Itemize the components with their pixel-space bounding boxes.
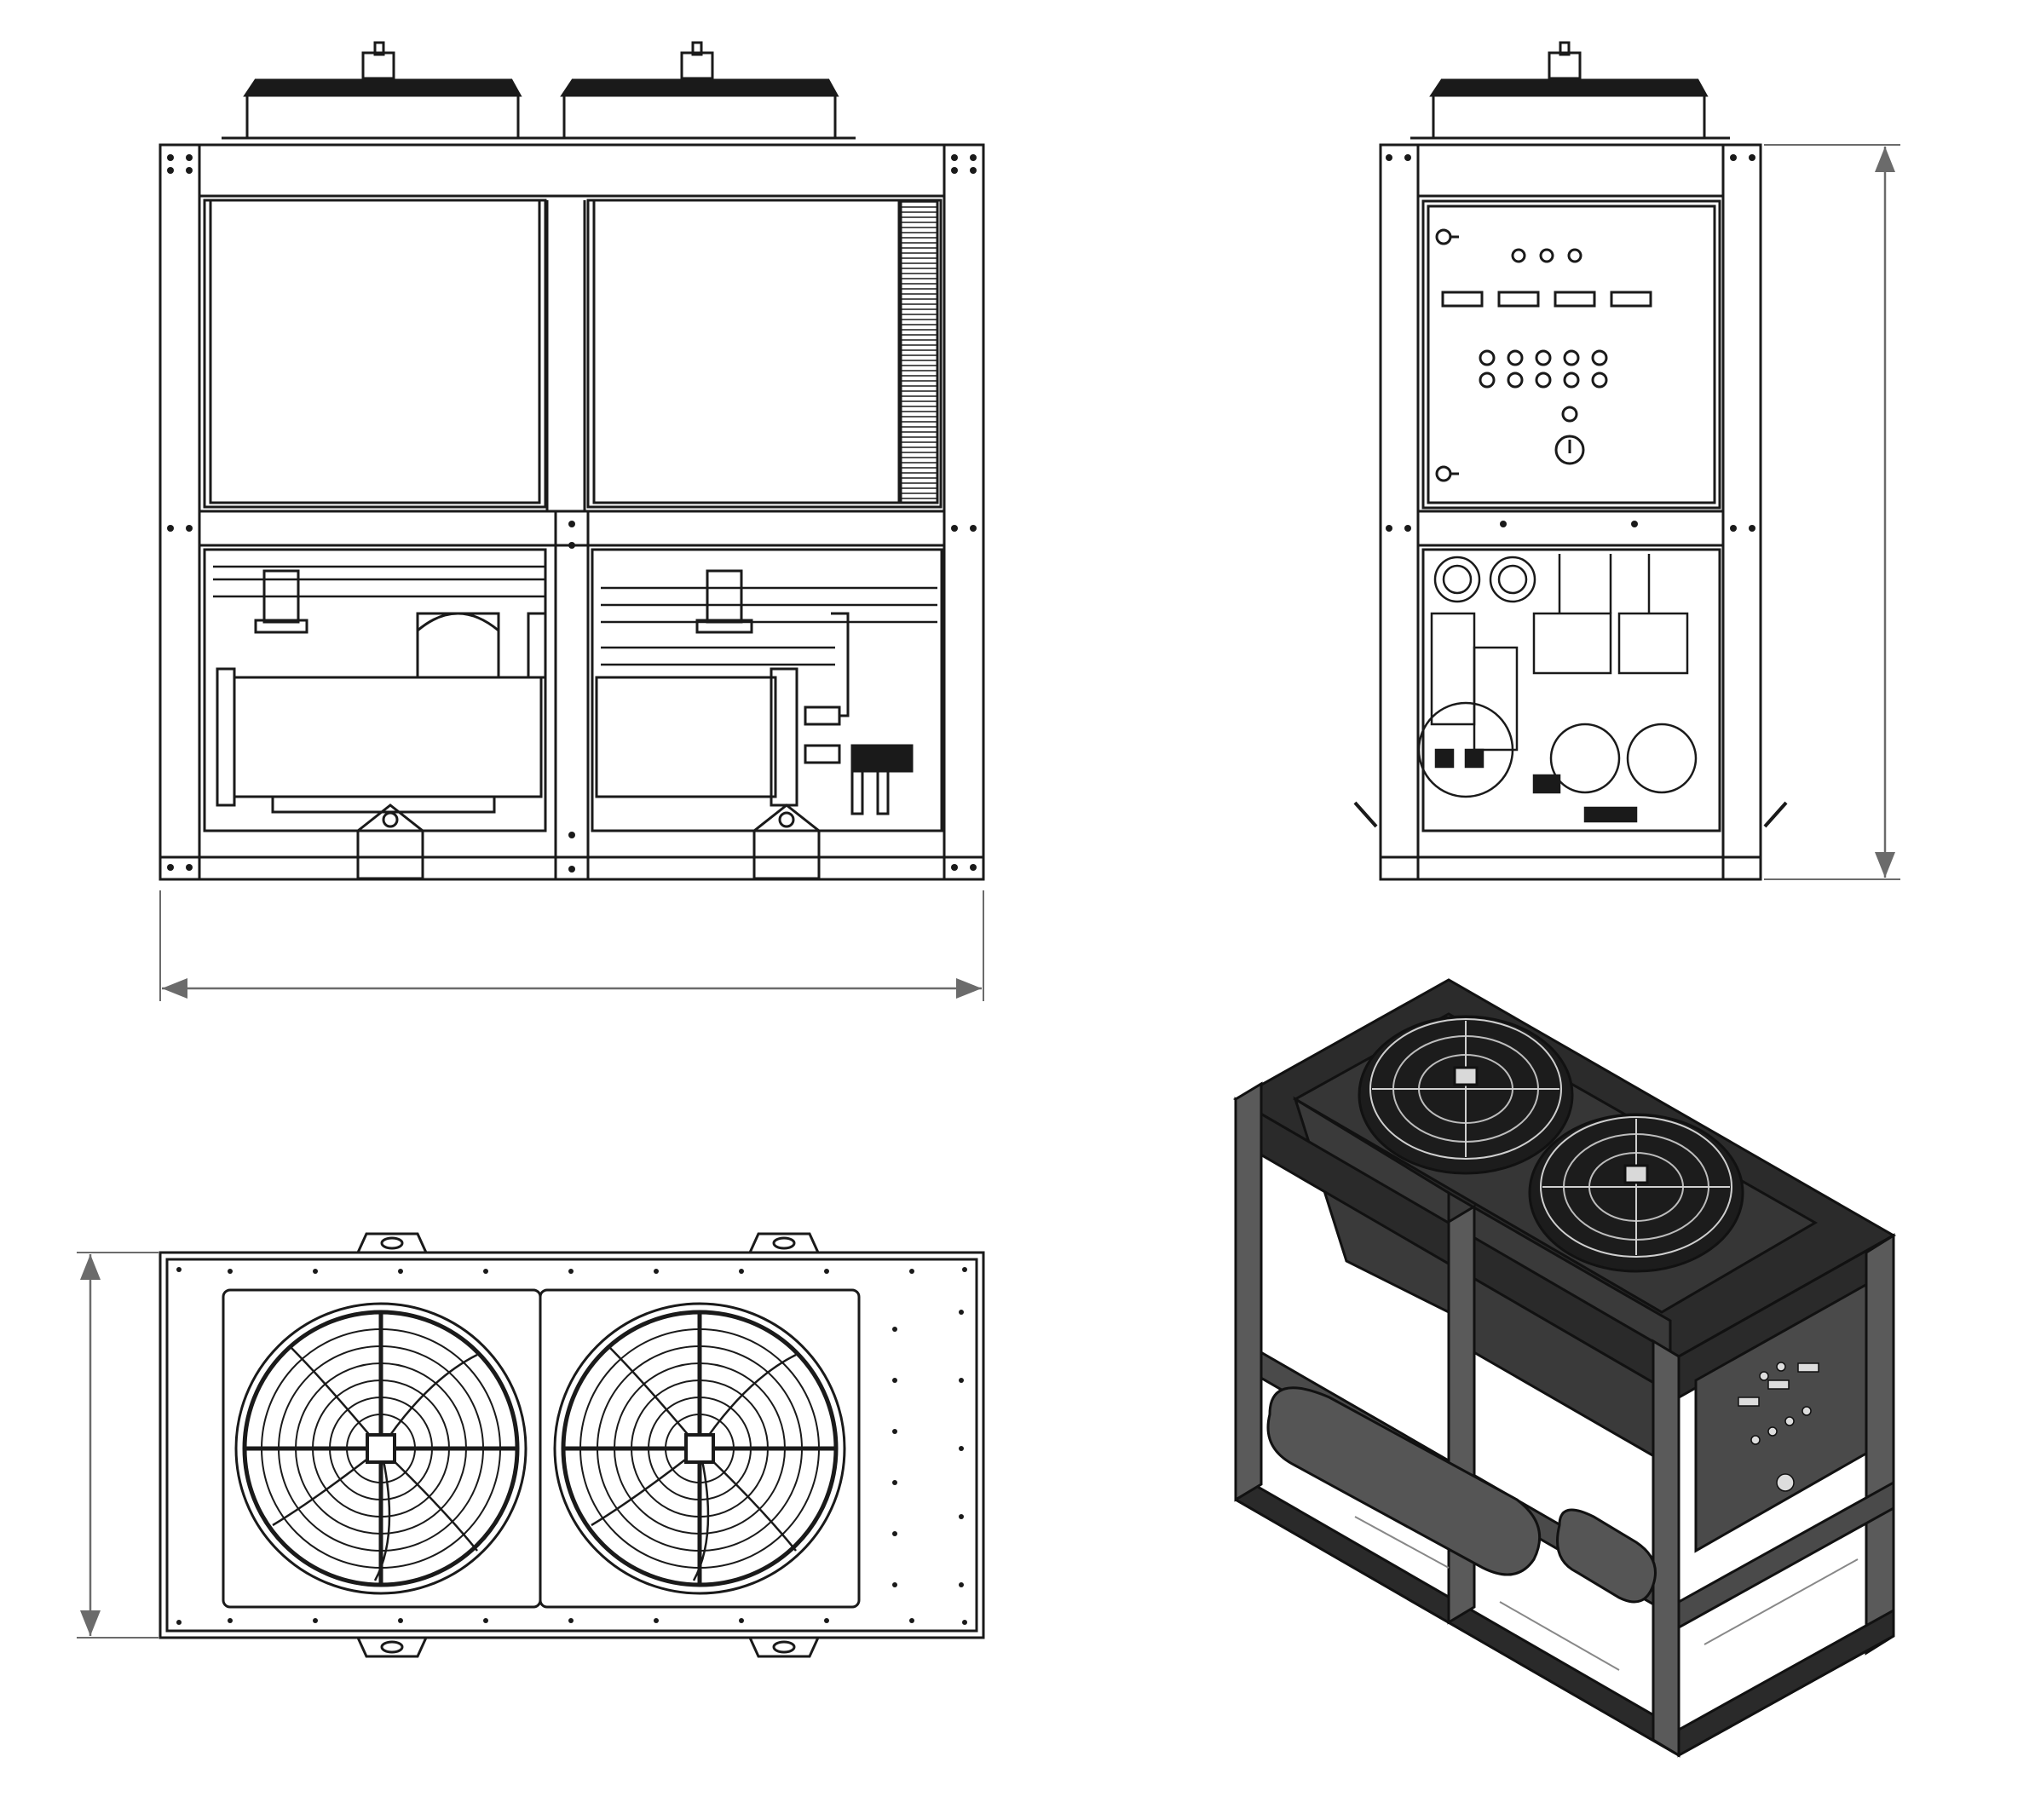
display-window bbox=[1610, 291, 1652, 308]
main-switch-icon bbox=[1554, 435, 1585, 465]
indicator-lamp bbox=[1539, 248, 1554, 263]
fan-icon bbox=[1358, 1015, 1574, 1175]
front-coil-panel-left bbox=[203, 199, 547, 509]
side-fan-cover bbox=[1410, 41, 1730, 140]
side-mechanical bbox=[1417, 554, 1698, 823]
indicator-lamp bbox=[1567, 248, 1582, 263]
front-lifting-lug-right bbox=[750, 803, 823, 880]
front-fan-cover-left bbox=[222, 41, 545, 140]
display-window bbox=[1441, 291, 1484, 308]
front-coil-panel-right bbox=[586, 199, 943, 509]
fan-icon bbox=[1528, 1113, 1744, 1273]
fan-icon bbox=[553, 1302, 846, 1595]
top-lugs bbox=[356, 1232, 820, 1658]
side-view bbox=[1353, 41, 1788, 881]
front-evaporator-left bbox=[216, 569, 547, 814]
display-window bbox=[1554, 291, 1596, 308]
switch-row bbox=[1479, 349, 1608, 389]
isometric-view bbox=[1232, 978, 1897, 1758]
top-frame bbox=[159, 1251, 985, 1639]
display-window bbox=[1497, 291, 1540, 308]
top-view bbox=[159, 1232, 985, 1658]
depth-dimension bbox=[77, 1252, 159, 1639]
fan-icon bbox=[234, 1302, 527, 1595]
front-lifting-lug-left bbox=[354, 803, 427, 880]
indicator-lamp bbox=[1511, 248, 1526, 263]
front-view bbox=[159, 41, 985, 881]
front-evaporator-right bbox=[595, 569, 914, 815]
width-dimension bbox=[159, 890, 984, 1001]
control-panel bbox=[1421, 199, 1721, 510]
height-dimension bbox=[1764, 144, 1900, 880]
front-fan-cover-right bbox=[537, 41, 856, 140]
top-fan-plate-right bbox=[539, 1288, 861, 1609]
